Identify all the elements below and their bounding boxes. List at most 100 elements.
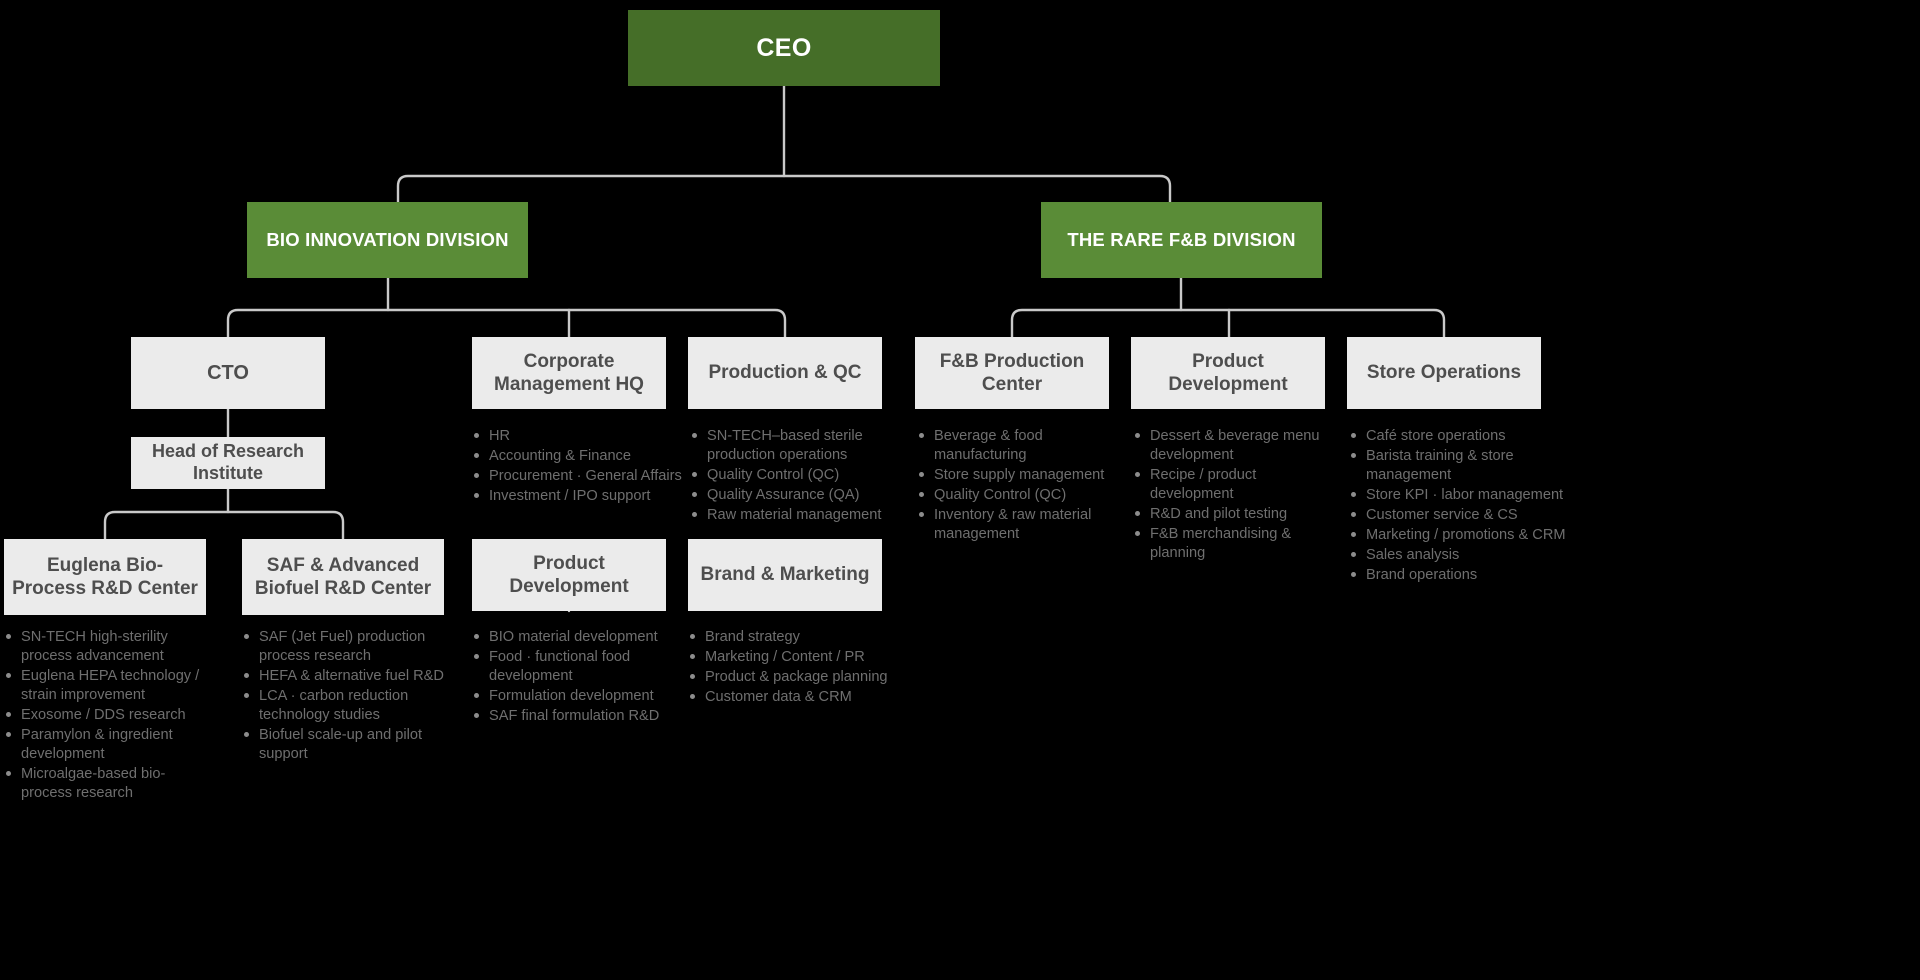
list-item: Procurement · General Affairs xyxy=(474,467,692,486)
node-ceo[interactable]: CEO xyxy=(628,10,940,86)
list-item: Food · functional food development xyxy=(474,648,686,686)
node-product-development-bio-label: Product Development xyxy=(509,552,629,597)
list-item: SN-TECH–based sterile production operati… xyxy=(692,427,896,465)
list-item: Paramylon & ingredient development xyxy=(6,726,214,764)
list-item: Customer data & CRM xyxy=(690,688,908,707)
bullet-icon xyxy=(6,672,11,678)
list-item: Formulation development xyxy=(474,687,686,706)
bullet-icon xyxy=(474,634,479,639)
bullet-icon xyxy=(1351,511,1356,517)
node-bio-innovation-division-label: BIO INNOVATION DIVISION xyxy=(266,228,509,250)
node-production-qc[interactable]: Production & QC xyxy=(688,337,882,409)
list-item: SN-TECH high-sterility process advanceme… xyxy=(6,628,214,666)
node-saf-advanced-biofuel-rd-center[interactable]: SAF & Advanced Biofuel R&D Center xyxy=(242,539,444,615)
node-corporate-management-hq-label: Corporate Management HQ xyxy=(494,350,644,395)
list-item: HEFA & alternative fuel R&D xyxy=(244,667,456,686)
list-item: Quality Control (QC) xyxy=(919,486,1119,505)
list-item: Recipe / product development xyxy=(1135,466,1335,504)
bullet-icon xyxy=(1351,571,1356,577)
bullet-icon xyxy=(690,634,695,639)
list-item: Sales analysis xyxy=(1351,546,1591,565)
list-item: Raw material management xyxy=(692,506,896,525)
node-product-development-bio[interactable]: Product Development xyxy=(472,539,666,611)
node-store-operations[interactable]: Store Operations xyxy=(1347,337,1541,409)
list-item: Customer service & CS xyxy=(1351,506,1591,525)
bullet-icon xyxy=(692,433,697,438)
list-item: SAF (Jet Fuel) production process resear… xyxy=(244,628,456,666)
list-item: Marketing / promotions & CRM xyxy=(1351,526,1591,545)
node-cto-label: CTO xyxy=(207,361,249,384)
bullet-icon xyxy=(474,692,479,698)
list-item: Store supply management xyxy=(919,466,1119,485)
node-ceo-label: CEO xyxy=(756,33,812,62)
node-production-qc-label: Production & QC xyxy=(708,362,862,384)
list-item: SAF final formulation R&D xyxy=(474,707,686,726)
node-brand-marketing-label: Brand & Marketing xyxy=(700,564,870,586)
bullet-icon xyxy=(919,433,924,438)
list-item: Biofuel scale-up and pilot support xyxy=(244,726,456,764)
list-item: F&B merchandising & planning xyxy=(1135,525,1335,563)
list-item: R&D and pilot testing xyxy=(1135,505,1335,524)
bullet-icon xyxy=(919,491,924,497)
list-item: Brand operations xyxy=(1351,566,1591,585)
list-item: Euglena HEPA technology / strain improve… xyxy=(6,667,214,705)
bullet-icon xyxy=(692,491,697,497)
node-bio-innovation-division[interactable]: BIO INNOVATION DIVISION xyxy=(247,202,528,278)
bullet-icon xyxy=(6,634,11,639)
list-item: HR xyxy=(474,427,692,446)
list-item: LCA · carbon reduction technology studie… xyxy=(244,687,456,725)
list-item: Product & package planning xyxy=(690,668,908,687)
bullet-icon xyxy=(244,731,249,737)
bullet-icon xyxy=(690,653,695,659)
list-item: Store KPI · labor management xyxy=(1351,486,1591,505)
bullet-icon xyxy=(919,471,924,477)
node-cto[interactable]: CTO xyxy=(131,337,325,409)
node-euglena-bio-process-rd-center[interactable]: Euglena Bio-Process R&D Center xyxy=(4,539,206,615)
node-rare-fnb-division-label: THE RARE F&B DIVISION xyxy=(1067,228,1296,250)
bullet-icon xyxy=(6,770,11,776)
bullet-icon xyxy=(1135,433,1140,438)
node-fnb-production-center[interactable]: F&B Production Center xyxy=(915,337,1109,409)
bullet-icon xyxy=(474,653,479,659)
node-brand-marketing[interactable]: Brand & Marketing xyxy=(688,539,882,611)
list-saf-advanced-biofuel: SAF (Jet Fuel) production process resear… xyxy=(244,628,456,765)
bullet-icon xyxy=(1351,452,1356,458)
list-item: Dessert & beverage menu development xyxy=(1135,427,1335,465)
list-item: Microalgae-based bio-process research xyxy=(6,765,214,803)
list-item: BIO material development xyxy=(474,628,686,647)
bullet-icon xyxy=(6,731,11,737)
node-product-development-fnb[interactable]: Product Development xyxy=(1131,337,1325,409)
bullet-icon xyxy=(1351,491,1356,497)
bullet-icon xyxy=(690,673,695,679)
list-item: Barista training & store management xyxy=(1351,447,1591,485)
bullet-icon xyxy=(692,471,697,477)
bullet-icon xyxy=(1351,551,1356,557)
list-item: Exosome / DDS research xyxy=(6,706,214,725)
bullet-icon xyxy=(692,511,697,517)
bullet-icon xyxy=(244,634,249,639)
node-euglena-bio-process-rd-center-label: Euglena Bio-Process R&D Center xyxy=(12,554,198,599)
list-item: Café store operations xyxy=(1351,427,1591,446)
bullet-icon xyxy=(1351,433,1356,438)
list-item: Brand strategy xyxy=(690,628,908,647)
bullet-icon xyxy=(690,693,695,699)
node-corporate-management-hq[interactable]: Corporate Management HQ xyxy=(472,337,666,409)
bullet-icon xyxy=(1351,531,1356,537)
list-item: Quality Assurance (QA) xyxy=(692,486,896,505)
list-item: Inventory & raw material management xyxy=(919,506,1119,544)
node-rare-fnb-division[interactable]: THE RARE F&B DIVISION xyxy=(1041,202,1322,278)
node-head-of-research-institute[interactable]: Head of Research Institute xyxy=(131,437,325,489)
node-store-operations-label: Store Operations xyxy=(1366,362,1522,384)
list-item: Investment / IPO support xyxy=(474,487,692,506)
bullet-icon xyxy=(1135,510,1140,516)
node-head-of-research-institute-label: Head of Research Institute xyxy=(151,441,305,483)
node-saf-advanced-biofuel-rd-center-label: SAF & Advanced Biofuel R&D Center xyxy=(254,554,432,599)
list-euglena-bio-process: SN-TECH high-sterility process advanceme… xyxy=(6,628,214,804)
node-fnb-production-center-label: F&B Production Center xyxy=(939,350,1085,395)
